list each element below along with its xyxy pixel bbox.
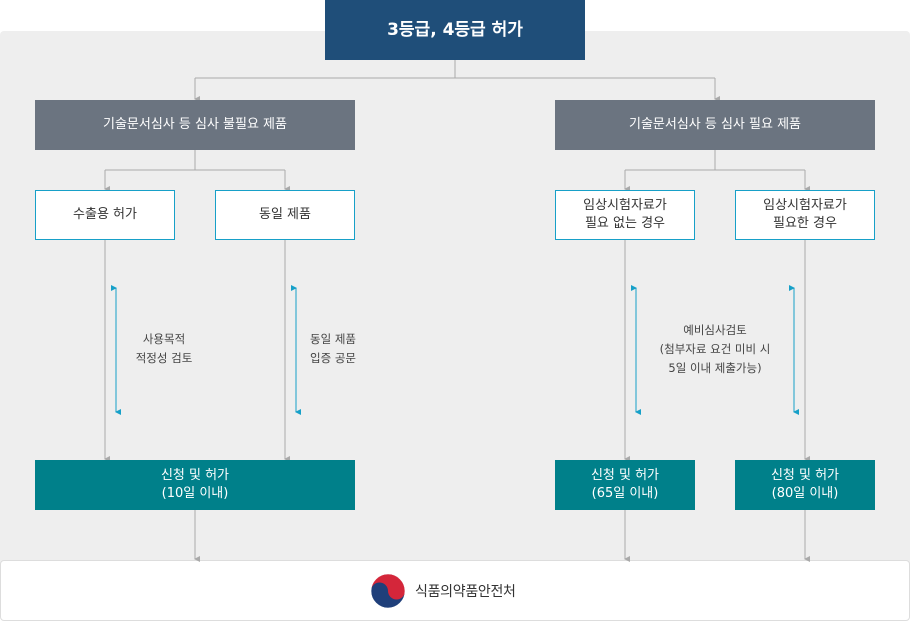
case-same-product-label: 동일 제품 <box>259 207 311 222</box>
branch-review-required: 기술문서심사 등 심사 필요 제품 <box>555 100 875 150</box>
note-pre-review: 예비심사검토 (첨부자료 요건 미비 시 5일 이내 제출가능) <box>650 321 780 378</box>
note-same-line-1: 동일 제품 <box>310 332 356 346</box>
result-10-line-1: 신청 및 허가 <box>160 468 230 483</box>
result-65-days: 신청 및 허가 (65일 이내) <box>555 460 695 510</box>
mfds-logo: 식품의약품안전처 <box>370 572 516 610</box>
note-purpose-line-1: 사용목적 <box>142 332 186 346</box>
note-same-product-proof: 동일 제품 입증 공문 <box>303 330 363 368</box>
branch-no-review: 기술문서심사 등 심사 불필요 제품 <box>35 100 355 150</box>
case-no-clinical-line-1: 임상시험자료가 <box>583 198 667 213</box>
note-pre-review-line-2: (첨부자료 요건 미비 시 <box>659 342 771 356</box>
result-80-days: 신청 및 허가 (80일 이내) <box>735 460 875 510</box>
org-name: 식품의약품안전처 <box>415 584 516 600</box>
case-clinical-line-1: 임상시험자료가 <box>763 198 847 213</box>
case-export-label: 수출용 허가 <box>73 207 137 222</box>
case-export: 수출용 허가 <box>35 190 175 240</box>
case-no-clinical-data: 임상시험자료가 필요 없는 경우 <box>555 190 695 240</box>
case-clinical-line-2: 필요한 경우 <box>773 216 837 231</box>
result-10-days: 신청 및 허가 (10일 이내) <box>35 460 355 510</box>
note-same-line-2: 입증 공문 <box>310 351 356 365</box>
case-same-product: 동일 제품 <box>215 190 355 240</box>
footer-bar <box>0 560 910 621</box>
result-65-line-1: 신청 및 허가 <box>590 468 660 483</box>
result-65-line-2: (65일 이내) <box>591 486 659 501</box>
taegeuk-emblem-icon <box>370 573 406 609</box>
note-purpose-line-2: 적정성 검토 <box>135 351 193 365</box>
result-10-line-2: (10일 이내) <box>161 486 229 501</box>
case-no-clinical-line-2: 필요 없는 경우 <box>584 216 665 231</box>
note-purpose-review: 사용목적 적정성 검토 <box>124 330 204 368</box>
note-pre-review-line-3: 5일 이내 제출가능) <box>668 361 762 375</box>
note-pre-review-line-1: 예비심사검토 <box>683 323 747 337</box>
case-clinical-data-required: 임상시험자료가 필요한 경우 <box>735 190 875 240</box>
result-80-line-1: 신청 및 허가 <box>770 468 840 483</box>
grade-3-4-approval-title: 3등급, 4등급 허가 <box>325 0 585 60</box>
result-80-line-2: (80일 이내) <box>771 486 839 501</box>
